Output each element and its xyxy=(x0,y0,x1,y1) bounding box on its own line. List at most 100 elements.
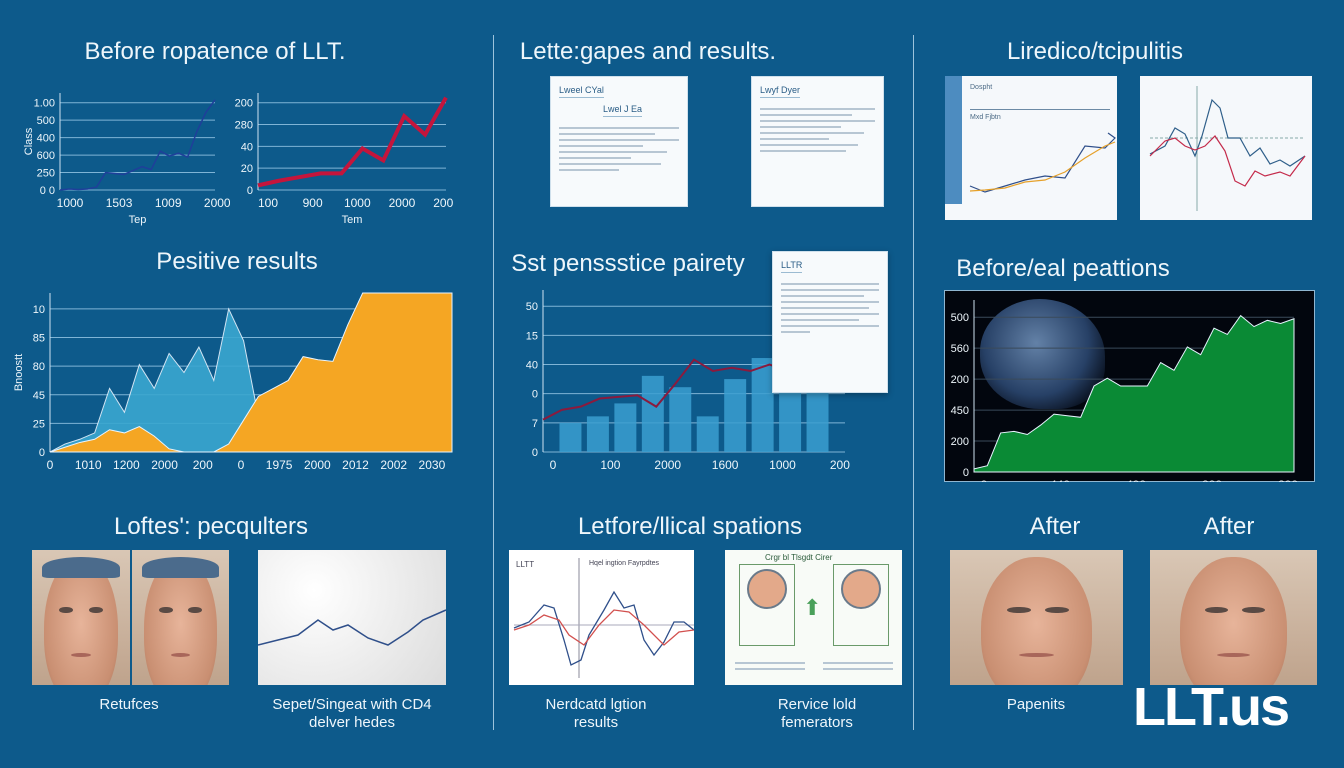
caption-wave-chart: Nerdcatd lgtion results xyxy=(545,696,647,731)
x-tick-label: 1009 xyxy=(155,196,182,210)
caption-map: Sepet/Singeat with CD4 delver hedes xyxy=(272,696,432,731)
plot-2-line-red xyxy=(1149,135,1306,187)
bar xyxy=(696,416,719,452)
x-tick-label: 2000 xyxy=(204,196,230,210)
series-area xyxy=(973,314,1295,473)
y-tick-label: 0 xyxy=(532,389,538,401)
y-tick-label: 80 xyxy=(33,361,45,373)
y-tick-label: 560 xyxy=(951,343,969,355)
diagram-box-left xyxy=(739,564,795,646)
y-tick-label: 0 xyxy=(39,447,45,459)
y-tick-label: 1.00 xyxy=(34,98,55,110)
y-tick-label: 40 xyxy=(526,360,538,372)
document-overlay: LLTR xyxy=(772,251,888,393)
y-tick-label: 500 xyxy=(951,312,969,324)
divider-left xyxy=(493,35,494,730)
title-bot-mid: Letfore/llical spations xyxy=(577,513,803,540)
diagram-panel: Crgr bl Tlsgdt Cirer ⬆ xyxy=(725,550,902,685)
x-tick-label: 200 xyxy=(1202,478,1222,482)
title-mid-left: Pesitive results xyxy=(156,248,318,275)
x-tick-label: 400 xyxy=(1126,478,1146,482)
small-plot-2 xyxy=(1140,76,1312,220)
title-top-right: Liredico/tcipulitis xyxy=(1006,38,1184,65)
bar xyxy=(586,416,609,452)
x-tick-label: 2000 xyxy=(433,196,453,210)
title-after-2: After xyxy=(1203,513,1255,540)
plot-1-line-blue xyxy=(969,132,1116,193)
x-tick-label: 1000 xyxy=(344,196,371,210)
y-tick-label: 25 xyxy=(33,418,45,430)
plot-1-line-orange xyxy=(969,141,1116,192)
bar xyxy=(724,379,747,452)
title-top-left: Before ropatence of LLT. xyxy=(84,38,346,65)
y-tick-label: 10 xyxy=(33,304,45,316)
map-line xyxy=(257,609,447,646)
diagram-box-right xyxy=(833,564,889,646)
x-tick-label: 900 xyxy=(303,196,323,210)
face-photo-before-1 xyxy=(32,550,130,685)
face-photo-after-1 xyxy=(950,550,1123,685)
wave-red xyxy=(513,609,694,646)
x-tick-label: 200 xyxy=(1278,478,1298,482)
series-line xyxy=(59,99,216,191)
x-tick-label: 0 xyxy=(238,458,245,472)
x-tick-label: 1200 xyxy=(113,458,140,472)
y-tick-label: 0 xyxy=(247,185,253,197)
y-tick-label: 7 xyxy=(532,418,538,430)
y-axis-label: Class xyxy=(23,127,35,155)
x-tick-label: 2000 xyxy=(654,458,681,472)
wave-label-1: LLTT xyxy=(516,560,535,569)
x-tick-label: 1010 xyxy=(75,458,102,472)
x-tick-label: 440 xyxy=(1050,478,1070,482)
x-tick-label: 1000 xyxy=(57,196,84,210)
caption-diagram: Rervice lold femerators xyxy=(777,696,857,731)
document-1-heading-a: Lweel CYal xyxy=(559,85,604,98)
y-tick-label: 15 xyxy=(526,330,538,342)
wave-label-2: Hqel ingtion Fayrpdtes xyxy=(589,560,660,567)
x-tick-label: 200 xyxy=(193,458,213,472)
document-1-heading-b: Lwel J Ea xyxy=(603,104,643,117)
chart-red-line: 02040280200100900100020002000Tem xyxy=(235,93,453,226)
face-photo-after-2 xyxy=(1150,550,1317,685)
y-tick-label: 600 xyxy=(37,150,55,162)
small-plot-1: Dospht Mxd Fjbtn xyxy=(945,76,1117,220)
title-bot-left: Loftes': pecqulters xyxy=(113,513,309,540)
x-tick-label: 2030 xyxy=(419,458,446,472)
bar xyxy=(751,358,774,452)
logo: LLT.us xyxy=(1133,677,1290,737)
y-tick-label: 0 xyxy=(963,467,969,479)
x-tick-label: 2000 xyxy=(389,196,416,210)
document-2: Lwyf Dyer xyxy=(751,76,884,207)
title-mid-right: Before/eal peattions xyxy=(956,255,1170,282)
x-tick-label: 0 xyxy=(47,458,54,472)
caption-after-photos: Papenits xyxy=(1006,696,1066,713)
x-tick-label: 1975 xyxy=(266,458,293,472)
y-tick-label: 400 xyxy=(37,133,55,145)
title-after-1: After xyxy=(1029,513,1081,540)
divider-right xyxy=(913,35,914,730)
y-tick-label: 85 xyxy=(33,333,45,345)
x-tick-label: 200 xyxy=(830,458,850,472)
series-area xyxy=(49,292,453,453)
title-top-mid: Lette:gapes and results. xyxy=(519,38,777,65)
document-1: Lweel CYal Lwel J Ea xyxy=(550,76,688,207)
x-axis-label: Tem xyxy=(342,214,363,226)
overlay-heading: LLTR xyxy=(781,260,803,273)
y-tick-label: 450 xyxy=(951,405,969,417)
series-line xyxy=(257,96,448,188)
bar xyxy=(669,387,692,452)
diagram-heading: Crgr bl Tlsgdt Cirer xyxy=(765,553,833,562)
document-2-heading: Lwyf Dyer xyxy=(760,85,801,98)
face-photo-before-2 xyxy=(132,550,229,685)
wave-chart: LLTT Hqel ingtion Fayrpdtes xyxy=(509,550,694,685)
x-tick-label: 1503 xyxy=(106,196,133,210)
y-tick-label: 40 xyxy=(241,141,253,153)
plot-label-1: Dospht xyxy=(970,84,993,91)
map-sketch xyxy=(257,550,447,685)
wave-blue xyxy=(513,590,694,666)
bar xyxy=(614,403,637,452)
x-tick-label: 2000 xyxy=(151,458,178,472)
chart-green-area: 02004502005605000440400200200 xyxy=(951,300,1298,482)
